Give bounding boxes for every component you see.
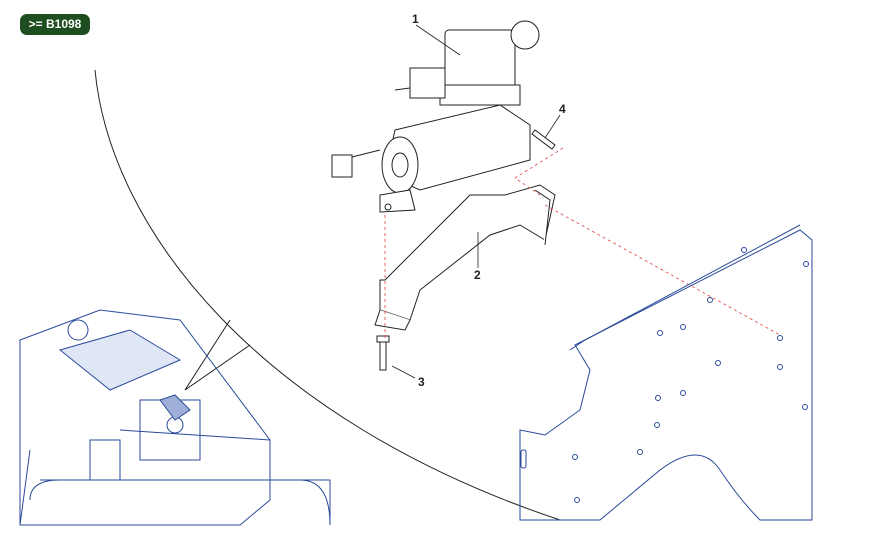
callout-4: 4 — [559, 102, 566, 116]
serial-range-badge: >= B1098 — [20, 14, 90, 35]
frame-panel — [519, 224, 813, 521]
detail-arc — [94, 69, 561, 521]
leader-lines — [391, 24, 561, 379]
callout-2: 2 — [474, 268, 481, 282]
detail-pointer — [184, 319, 251, 391]
assembly-guides — [384, 147, 781, 340]
callout-1: 1 — [412, 12, 419, 26]
machine-overview — [19, 309, 331, 526]
compressor-assembly — [331, 20, 540, 213]
bolts — [376, 129, 556, 371]
mounting-bracket — [374, 184, 556, 331]
callout-3: 3 — [418, 375, 425, 389]
